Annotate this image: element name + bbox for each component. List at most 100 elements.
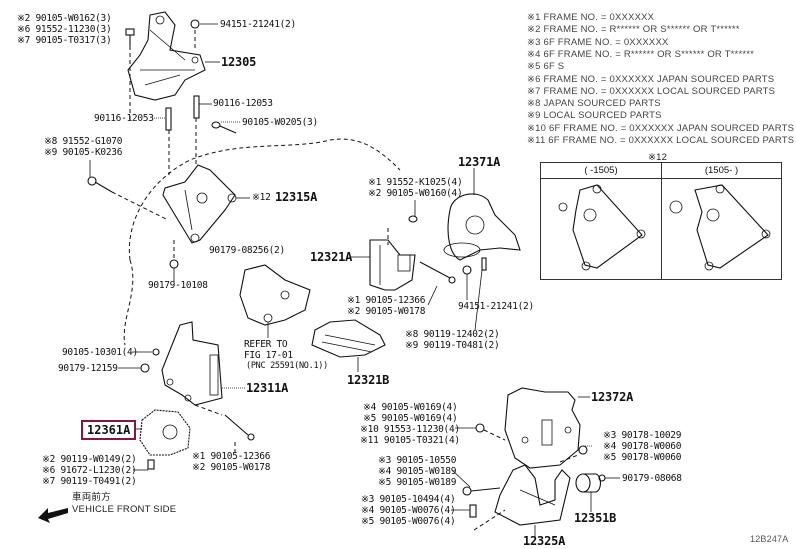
part-12361A-drawing [139, 409, 191, 456]
part-label-12321B[interactable]: 12321B [347, 373, 390, 387]
callout-nut-08068: 90179-08068 [622, 473, 682, 484]
part-label-12311A[interactable]: 12311A [246, 381, 289, 395]
callout-nut-12159: 90179-12159 [58, 363, 118, 374]
note-item: ※10 6F FRAME NO. = 0XXXXXX JAPAN SOURCED… [527, 123, 795, 134]
note-item: ※11 6F FRAME NO. = 0XXXXXX LOCAL SOURCED… [527, 135, 795, 146]
note-item: ※9 LOCAL SOURCED PARTS [527, 110, 662, 121]
nut-icon [140, 363, 150, 373]
part-label-12305[interactable]: 12305 [221, 55, 257, 69]
callout-bolt-12366-a-1: ※1 90105-12366 [347, 295, 426, 306]
bolt-icon [247, 433, 255, 441]
callout-bolt-10301: 90105-10301(4) [62, 347, 138, 358]
bolt-icon [469, 504, 477, 518]
callout-12372-bolt-1: ※4 90105-W0169(4) [363, 402, 458, 413]
part-label-12321A[interactable]: 12321A [310, 250, 353, 264]
vehicle-front-label-jp: 車両前方 [72, 492, 111, 503]
bolt-icon [125, 28, 135, 120]
note-item: ※3 6F FRAME NO. = 0XXXXXX [527, 37, 669, 48]
variant-table-title: ※12 [648, 152, 668, 163]
bolt-icon [475, 423, 485, 433]
callout-bolt-12366-b-2: ※2 90105-W0178 [192, 462, 271, 473]
callout-bolt-12366-a-2: ※2 90105-W0178 [347, 306, 426, 317]
part-12371A-drawing [443, 193, 521, 261]
part-label-12361A-highlighted[interactable]: 12361A [81, 420, 137, 440]
callout-stud-right: 90116-12053 [213, 98, 273, 109]
callout-12361-bolt-1: ※2 90119-W0149(2) [42, 454, 137, 465]
callout-10550-3: ※5 90105-W0189 [378, 477, 457, 488]
bolt-icon [211, 121, 221, 129]
callout-nut-21241-b: 94151-21241(2) [458, 301, 534, 312]
vehicle-front-arrow-icon [38, 508, 68, 523]
variant-old-drawing [558, 184, 646, 271]
callout-12372-bolt-2: ※5 90105-W0169(4) [363, 413, 458, 424]
callout-nut-08256: 90179-08256(2) [209, 245, 285, 256]
callout-top-left-bolt-3: ※7 90105-T0317(3) [17, 35, 112, 46]
nut-icon [190, 19, 200, 29]
part-12351B-drawing [575, 473, 602, 493]
callout-12372-bolt-3: ※10 91553-11230(4) [360, 424, 460, 435]
part-label-12315A[interactable]: 12315A [275, 190, 318, 204]
variant-col-new: (1505- ) [662, 163, 781, 179]
nut-icon [578, 445, 588, 455]
callout-top-left-bolt-1: ※2 90105-W0162(3) [17, 13, 112, 24]
bolt-icon [462, 486, 472, 496]
nut-icon [169, 259, 179, 269]
bolt-icon [408, 215, 418, 223]
note-item: ※2 FRAME NO. = R****** OR S****** OR T**… [527, 24, 740, 35]
variant-table-divider [661, 178, 662, 279]
note-item: ※5 6F S [527, 61, 565, 72]
variant-table: ( -1505) (1505- ) [540, 162, 782, 280]
stud-icon [165, 107, 172, 131]
note-item: ※4 6F FRAME NO. = R****** OR S****** OR … [527, 49, 755, 60]
callout-nut-10108: 90179-10108 [148, 280, 208, 291]
callout-mount-bolt-1: ※1 91552-K1025(4) [368, 177, 463, 188]
part-label-12325A[interactable]: 12325A [523, 534, 566, 548]
variant-col-old: ( -1505) [541, 163, 662, 179]
bolt-icon [147, 459, 155, 470]
part-12325A-drawing [494, 464, 571, 526]
part-label-12351B[interactable]: 12351B [574, 511, 617, 525]
note-item: ※7 FRAME NO. = 0XXXXXX LOCAL SOURCED PAR… [527, 86, 776, 97]
callout-bolt-12402-1: ※8 90119-12402(2) [405, 329, 500, 340]
part-12321A-drawing [369, 239, 416, 291]
callout-nut-top: 94151-21241(2) [220, 19, 296, 30]
callout-10494-3: ※5 90105-W0076(4) [361, 516, 456, 527]
callout-top-left-bolt-2: ※6 91552-11230(3) [17, 24, 112, 35]
callout-mount-bolt-2: ※2 90105-W0160(4) [368, 188, 463, 199]
callout-left-bolt-2: ※9 90105-K0236 [44, 147, 123, 158]
part-note-12315A: ※12 [252, 192, 271, 203]
refer-to-line-3: (PNC 25591(NO.1)) [246, 361, 328, 371]
part-12315A-drawing [162, 164, 237, 244]
refer-fig-bracket-drawing [239, 264, 311, 326]
bolt-icon [87, 176, 97, 186]
callout-nut-10029-1: ※3 90178-10029 [603, 430, 682, 441]
note-item: ※6 FRAME NO. = 0XXXXXX JAPAN SOURCED PAR… [527, 74, 775, 85]
variant-new-drawing [669, 184, 771, 271]
part-12321B-drawing [311, 319, 386, 358]
stud-icon [193, 95, 200, 119]
bolt-icon [481, 257, 487, 271]
callout-12361-bolt-2: ※6 91672-L1230(2) [42, 465, 137, 476]
part-12372A-drawing [504, 387, 581, 469]
part-label-12371A[interactable]: 12371A [458, 155, 501, 169]
callout-12372-bolt-4: ※11 90105-T0321(4) [360, 435, 460, 446]
part-12305-drawing [127, 11, 206, 101]
callout-nut-10029-2: ※4 90178-W0060 [603, 441, 682, 452]
bolt-icon [152, 348, 160, 356]
nut-icon [462, 265, 472, 275]
part-12311A-drawing [161, 321, 223, 406]
engine-outline [123, 138, 401, 346]
callout-nut-10029-3: ※5 90178-W0060 [603, 452, 682, 463]
diagram-reference-id: 12B247A [750, 534, 789, 544]
note-item: ※1 FRAME NO. = 0XXXXXX [527, 12, 655, 23]
callout-10550-1: ※3 90105-10550 [378, 455, 457, 466]
refer-to-line-1[interactable]: REFER TO [244, 339, 288, 350]
callout-10494-2: ※4 90105-W0076(4) [361, 505, 456, 516]
callout-10494-1: ※3 90105-10494(4) [361, 494, 456, 505]
refer-to-line-2[interactable]: FIG 17-01 [244, 350, 293, 361]
note-item: ※8 JAPAN SOURCED PARTS [527, 98, 661, 109]
callout-left-bolt-1: ※8 91552-G1070 [44, 136, 123, 147]
part-label-12372A[interactable]: 12372A [591, 390, 634, 404]
callout-stud-left: 90116-12053 [94, 113, 154, 124]
